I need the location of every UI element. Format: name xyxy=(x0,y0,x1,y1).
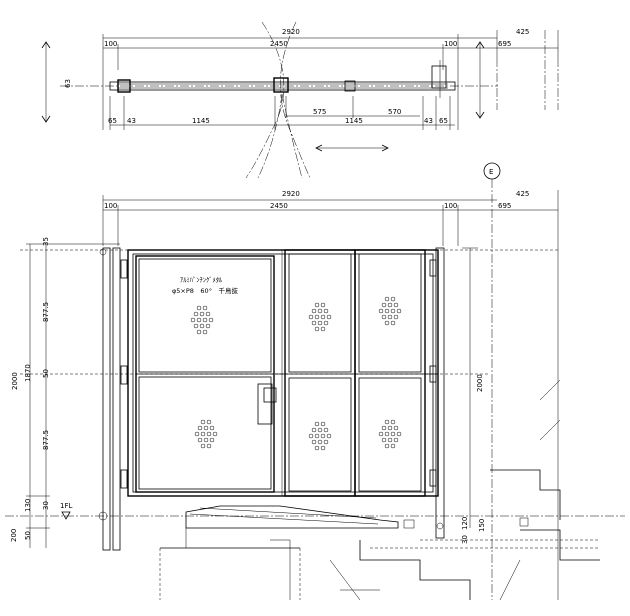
elev-dim-left-8: 30 xyxy=(42,501,50,510)
perforation-pattern-6 xyxy=(378,419,402,449)
elev-dim-right-post: 100 xyxy=(444,202,457,210)
elev-dim-right-2: 695 xyxy=(498,202,511,210)
elev-dim-right-1: 425 xyxy=(516,190,529,198)
elev-dim-left-6: 2000 xyxy=(11,372,19,390)
plan-dim-b6: 570 xyxy=(388,108,401,116)
plan-dim-b4: 575 xyxy=(313,108,326,116)
plan-dim-b7: 43 xyxy=(424,117,433,125)
plan-dim-right-2: 695 xyxy=(498,40,511,48)
perforation-pattern-2 xyxy=(308,302,332,332)
elev-dim-overall: 2920 xyxy=(282,190,300,198)
elev-dim-left-post: 100 xyxy=(104,202,117,210)
elev-dim-right-1: 2000 xyxy=(476,374,484,392)
elev-dim-left-10: 200 xyxy=(10,529,18,542)
elev-dim-left-9: 50 xyxy=(24,531,32,540)
plan-dim-b5: 1145 xyxy=(345,117,363,125)
perforation-pattern-5 xyxy=(308,421,332,451)
plan-dim-gate: 2450 xyxy=(270,40,288,48)
elev-dim-left-5: 877.5 xyxy=(42,430,50,450)
plan-dim-right-post: 100 xyxy=(444,40,457,48)
elev-dim-left-7: 130 xyxy=(24,499,32,512)
plan-dim-b2: 43 xyxy=(127,117,136,125)
elevation-view: E 2920 425 100 2450 100 695 xyxy=(5,162,625,601)
elev-dim-right-4: 150 xyxy=(478,519,486,532)
elev-dim-right-2: 120 xyxy=(461,517,469,530)
perforation-spec-note: φ5×P8 60° 千鳥抜 xyxy=(172,286,238,295)
plan-view: 2920 425 100 2450 100 695 63 xyxy=(41,21,559,179)
plan-dim-overall: 2920 xyxy=(282,28,300,36)
perforation-pattern-4 xyxy=(194,419,218,449)
elev-dim-gate: 2450 xyxy=(270,202,288,210)
plan-dim-left-post: 100 xyxy=(104,40,117,48)
floor-level-marker xyxy=(61,511,71,520)
grid-marker-label: E xyxy=(489,168,493,176)
elev-dim-left-1: 35 xyxy=(42,237,50,246)
plan-dim-b8: 65 xyxy=(439,117,448,125)
plan-dim-depth: 63 xyxy=(64,79,72,88)
elev-dim-left-3: 1870 xyxy=(24,364,32,382)
perforation-pattern-1 xyxy=(190,305,214,335)
floor-level-label: 1FL xyxy=(60,502,72,510)
elev-dim-left-2: 877.5 xyxy=(42,302,50,322)
perforated-metal-note: ｱﾙﾐﾊﾟﾝﾁﾝｸﾞﾒﾀﾙ xyxy=(180,276,223,284)
plan-dim-b1: 65 xyxy=(108,117,117,125)
perforation-pattern-3 xyxy=(378,296,402,326)
plan-dim-b3: 1145 xyxy=(192,117,210,125)
plan-dim-right-1: 425 xyxy=(516,28,529,36)
elev-dim-left-4: 50 xyxy=(42,369,50,378)
elev-dim-right-3: 30 xyxy=(461,535,469,544)
